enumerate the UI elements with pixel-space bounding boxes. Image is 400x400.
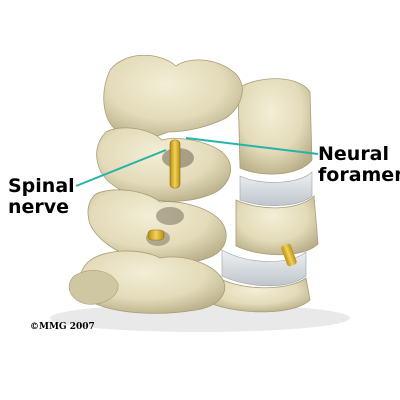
vertebral-body-top — [237, 78, 313, 175]
spinal-nerve-root-lower — [147, 229, 165, 241]
spinal-nerve-root-upper — [169, 139, 181, 189]
vertebral-body-bottom — [211, 277, 311, 313]
nerve-root-right — [281, 243, 297, 267]
label-neural-foramen: Neural foramen — [318, 144, 400, 186]
label-neural-foramen-line2: foramen — [318, 164, 400, 186]
foramen-shadow-middle — [156, 207, 184, 225]
transverse-process-left — [68, 270, 119, 305]
intervertebral-disc-upper — [239, 171, 313, 206]
label-spinal-nerve-line2: nerve — [8, 196, 70, 218]
leader-line-neural-foramen — [185, 137, 319, 155]
intervertebral-disc-lower — [221, 249, 307, 287]
label-spinal-nerve: Spinal nerve — [8, 176, 75, 218]
vertebral-body-middle — [235, 195, 319, 256]
leader-line-spinal-nerve — [75, 149, 167, 187]
label-neural-foramen-line1: Neural — [318, 143, 390, 165]
label-spinal-nerve-line1: Spinal — [8, 175, 75, 197]
posterior-process-lower-middle — [87, 189, 227, 265]
posterior-process-upper-middle — [96, 127, 231, 202]
copyright-notice: ©MMG 2007 — [30, 322, 95, 332]
posterior-process-top — [103, 54, 243, 139]
